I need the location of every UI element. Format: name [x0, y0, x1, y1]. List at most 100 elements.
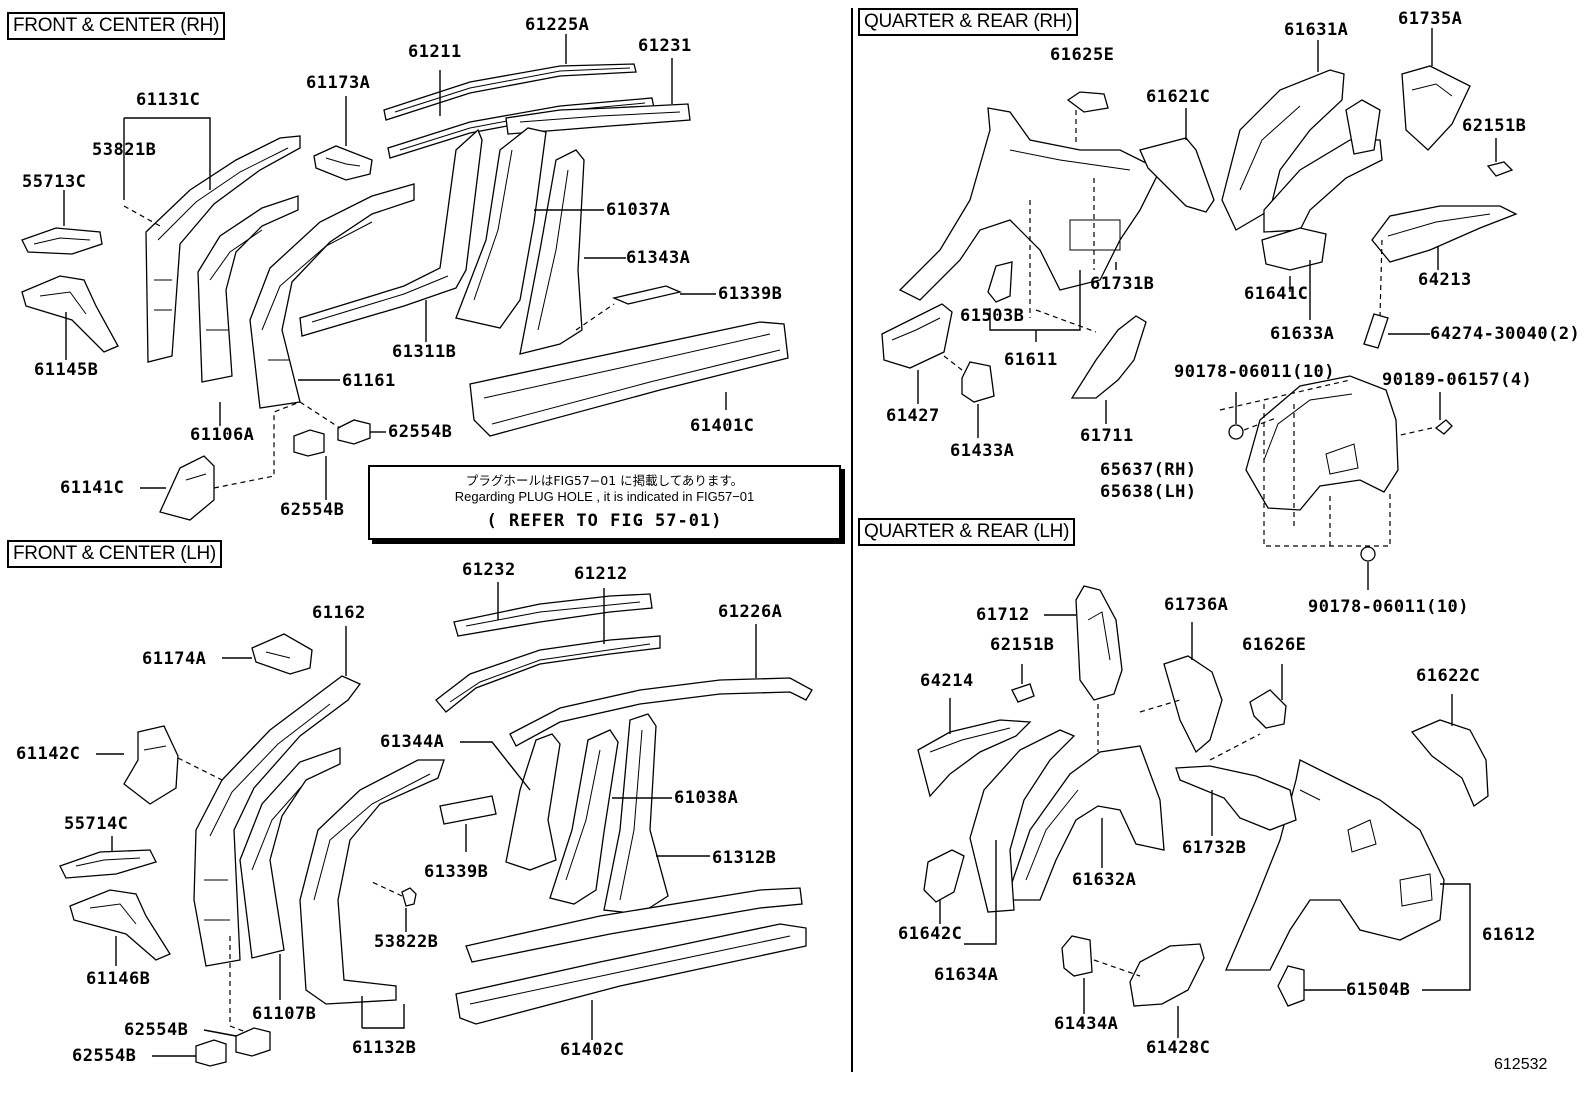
part-label[interactable]: 64274-30040(2)	[1430, 324, 1581, 344]
part-shape-61427	[881, 303, 953, 369]
part-label[interactable]: 61173A	[306, 73, 371, 93]
part-label[interactable]: 61339B	[424, 862, 489, 882]
part-label[interactable]: 90178-06011(10)	[1308, 597, 1470, 617]
part-label[interactable]: 61735A	[1398, 9, 1463, 29]
part-label[interactable]: 61037A	[606, 200, 671, 220]
part-label[interactable]: 61712	[976, 605, 1030, 625]
part-label[interactable]: 90189-06157(4)	[1382, 370, 1533, 390]
part-label[interactable]: 64214	[920, 671, 974, 691]
part-label[interactable]: 61312B	[712, 848, 777, 868]
part-label[interactable]: 61162	[312, 603, 366, 623]
part-label[interactable]: 61634A	[934, 965, 999, 985]
part-label[interactable]: 61142C	[16, 744, 81, 764]
part-shape-61732B	[1175, 765, 1297, 831]
part-shape-61106A	[197, 195, 299, 383]
part-label[interactable]: 61711	[1080, 426, 1134, 446]
part-shape-61344A	[505, 733, 561, 871]
part-label[interactable]: 61232	[462, 560, 516, 580]
part-shape-55714C	[59, 849, 157, 879]
part-shape-61343A	[519, 149, 585, 355]
part-label[interactable]: 61141C	[60, 478, 125, 498]
part-shape-61625E	[1066, 91, 1109, 113]
part-label[interactable]: 61633A	[1270, 324, 1335, 344]
part-label[interactable]: 90178-06011(10)	[1174, 362, 1336, 382]
part-shape-61311B	[299, 128, 483, 337]
section-title-quarter-rear-rh: QUARTER & REAR (RH)	[858, 8, 1079, 36]
part-label[interactable]: 61641C	[1244, 284, 1309, 304]
part-shape-61631A	[1221, 69, 1383, 233]
part-label[interactable]: 55713C	[22, 172, 87, 192]
part-label[interactable]: 61211	[408, 42, 462, 62]
part-label[interactable]: 61612	[1482, 925, 1536, 945]
part-label[interactable]: 61642C	[898, 924, 963, 944]
part-shape-61232	[453, 593, 653, 637]
part-label[interactable]: 61626E	[1242, 635, 1307, 655]
part-label[interactable]: 61428C	[1146, 1038, 1211, 1058]
part-label[interactable]: 62554B	[280, 500, 345, 520]
part-label[interactable]: 61106A	[190, 425, 255, 445]
part-label[interactable]: 53822B	[374, 932, 439, 952]
part-label[interactable]: 61339B	[718, 284, 783, 304]
note-reference-link[interactable]: ( REFER TO FIG 57-01)	[486, 511, 723, 531]
part-label[interactable]: 61504B	[1346, 980, 1411, 1000]
part-label[interactable]: 65637(RH)	[1100, 460, 1197, 480]
part-shape-53822B	[401, 887, 417, 907]
part-label[interactable]: 62554B	[72, 1046, 137, 1066]
part-label[interactable]: 61631A	[1284, 20, 1349, 40]
part-label[interactable]: 65638(LH)	[1100, 482, 1197, 502]
part-label[interactable]: 61161	[342, 371, 396, 391]
part-label[interactable]: 61038A	[674, 788, 739, 808]
part-shape-61621C	[1139, 137, 1215, 213]
part-label[interactable]: 61225A	[525, 15, 590, 35]
part-label[interactable]: 61433A	[950, 441, 1015, 461]
part-label[interactable]: 61311B	[392, 342, 457, 362]
part-label[interactable]: 61621C	[1146, 87, 1211, 107]
part-label[interactable]: 61343A	[626, 248, 691, 268]
part-label[interactable]: 61625E	[1050, 45, 1115, 65]
part-label[interactable]: 64213	[1418, 270, 1472, 290]
part-label[interactable]: 61731B	[1090, 274, 1155, 294]
part-label[interactable]: 61434A	[1054, 1014, 1119, 1034]
part-label[interactable]: 61732B	[1182, 838, 1247, 858]
part-shape-90189-screw	[1434, 419, 1453, 435]
part-shape-61402C	[455, 887, 807, 1025]
plug-hole-note: プラグホールはFIG57−01 に掲載してあります。 Regarding PLU…	[368, 465, 841, 540]
part-shape-61142C	[123, 725, 179, 805]
part-label[interactable]: 61174A	[142, 649, 207, 669]
part-label[interactable]: 61402C	[560, 1040, 625, 1060]
part-shape-61225A	[383, 63, 637, 121]
part-label[interactable]: 61632A	[1072, 870, 1137, 890]
part-label[interactable]: 61226A	[718, 602, 783, 622]
part-label[interactable]: 62151B	[990, 635, 1055, 655]
part-label[interactable]: 61132B	[352, 1038, 417, 1058]
part-label[interactable]: 61212	[574, 564, 628, 584]
part-label[interactable]: 62554B	[388, 422, 453, 442]
part-label[interactable]: 61344A	[380, 732, 445, 752]
part-label[interactable]: 62554B	[124, 1020, 189, 1040]
part-shape-61162	[193, 675, 362, 967]
part-shape-61339B-lh	[439, 795, 497, 825]
part-shape-61339B-rh	[611, 285, 683, 305]
part-label[interactable]: 53821B	[92, 140, 157, 160]
part-shape-62151B-lh	[1011, 683, 1035, 703]
part-label[interactable]: 61611	[1004, 350, 1058, 370]
part-label[interactable]: 61107B	[252, 1004, 317, 1024]
part-shape-64274	[1363, 313, 1389, 349]
part-label[interactable]: 61131C	[136, 90, 201, 110]
part-shape-61434A	[1061, 935, 1093, 977]
part-label[interactable]: 61401C	[690, 416, 755, 436]
part-label[interactable]: 61503B	[960, 306, 1025, 326]
part-label[interactable]: 61622C	[1416, 666, 1481, 686]
part-label[interactable]: 61231	[638, 36, 692, 56]
part-label[interactable]: 61145B	[34, 360, 99, 380]
part-shape-65637-liner	[1245, 375, 1399, 511]
part-label[interactable]: 55714C	[64, 814, 129, 834]
part-label[interactable]: 61736A	[1164, 595, 1229, 615]
part-label[interactable]: 62151B	[1462, 116, 1527, 136]
part-label[interactable]: 61427	[886, 406, 940, 426]
note-japanese: プラグホールはFIG57−01 に掲載してあります。	[465, 473, 744, 488]
part-shape-61107B	[239, 747, 341, 959]
part-label[interactable]: 61146B	[86, 969, 151, 989]
